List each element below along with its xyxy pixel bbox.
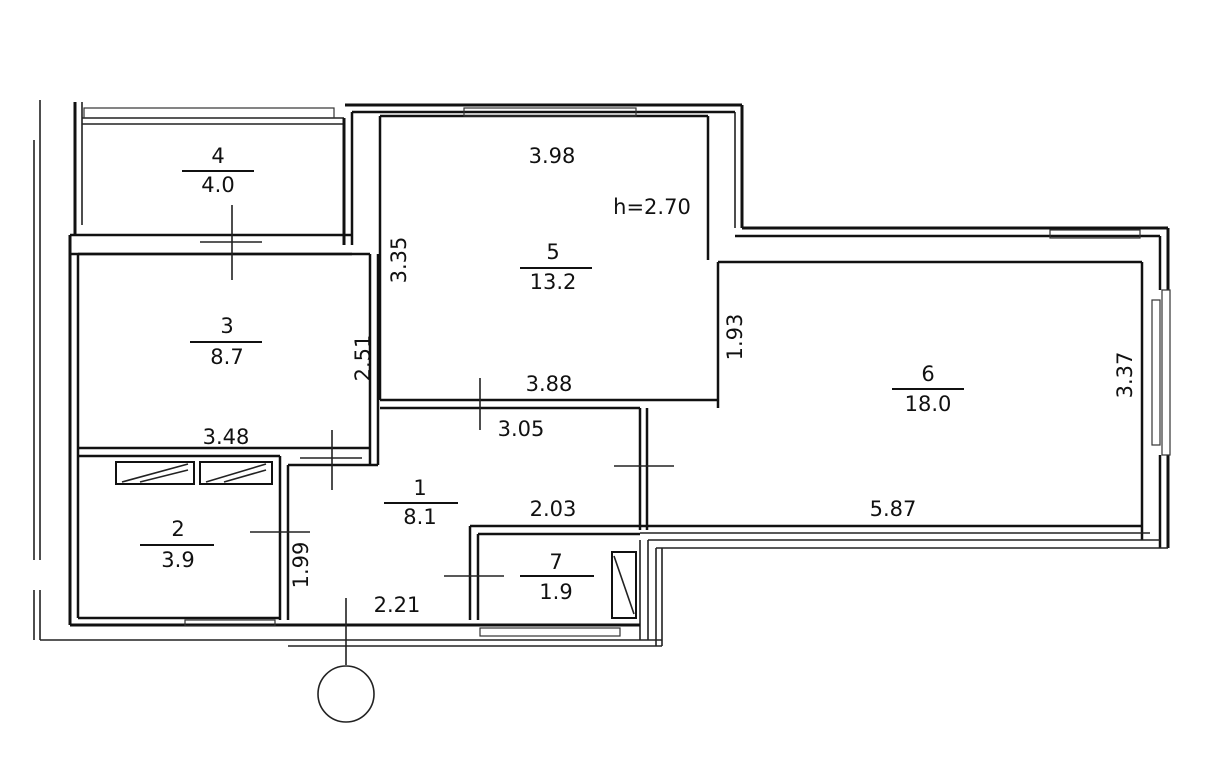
dim-room3-width: 3.48	[203, 425, 250, 449]
room-7-number: 7	[549, 550, 562, 574]
room-1-area: 8.1	[403, 505, 436, 529]
room-5-area: 13.2	[530, 270, 577, 294]
dim-room6-left: 1.93	[723, 314, 747, 361]
room-labels: 4 4.0 5 13.2 3 8.7 6 18.0 1 8.1 2 3.9	[140, 144, 964, 604]
room-label-4: 4 4.0	[182, 144, 254, 197]
room-2-area: 3.9	[161, 548, 194, 572]
dim-room5-height: 3.35	[387, 237, 411, 284]
dim-room2-height: 1.99	[289, 542, 313, 589]
room-2-number: 2	[171, 517, 184, 541]
dim-room5-width: 3.98	[529, 144, 576, 168]
radiator-1	[115, 461, 195, 485]
room-6-number: 6	[921, 362, 934, 386]
room-4-area: 4.0	[201, 173, 234, 197]
room-label-5: 5 13.2	[520, 240, 592, 294]
room-3-area: 8.7	[210, 345, 243, 369]
room-4-number: 4	[211, 144, 224, 168]
room-5-number: 5	[546, 240, 559, 264]
radiator-2	[199, 461, 273, 485]
room-label-6: 6 18.0	[892, 362, 964, 416]
room-label-2: 2 3.9	[140, 517, 214, 572]
room-1-number: 1	[413, 476, 426, 500]
room-6-area: 18.0	[905, 392, 952, 416]
ventilation-shaft	[611, 551, 637, 619]
dimension-labels: 3.98 h=2.70 3.35 2.51 1.93 3.37 3.88 3.0…	[203, 144, 1137, 617]
door-markers	[200, 205, 674, 723]
windows	[83, 107, 1171, 637]
room-label-1: 1 8.1	[384, 476, 458, 529]
dim-room6-height: 3.37	[1113, 352, 1137, 399]
dim-room1-top: 3.05	[498, 417, 545, 441]
dim-room1-right: 2.03	[530, 497, 577, 521]
dim-room1-bottom: 2.21	[374, 593, 421, 617]
dim-room6-width: 5.87	[870, 497, 917, 521]
room-label-3: 3 8.7	[190, 314, 262, 369]
fixtures	[115, 461, 637, 619]
entrance-marker	[317, 665, 375, 723]
room-7-area: 1.9	[539, 580, 572, 604]
dim-room3-height: 2.51	[351, 335, 375, 382]
dim-room5-bottom: 3.88	[526, 372, 573, 396]
room-label-7: 7 1.9	[520, 550, 594, 604]
ceiling-height: h=2.70	[613, 195, 691, 219]
room-3-number: 3	[220, 314, 233, 338]
